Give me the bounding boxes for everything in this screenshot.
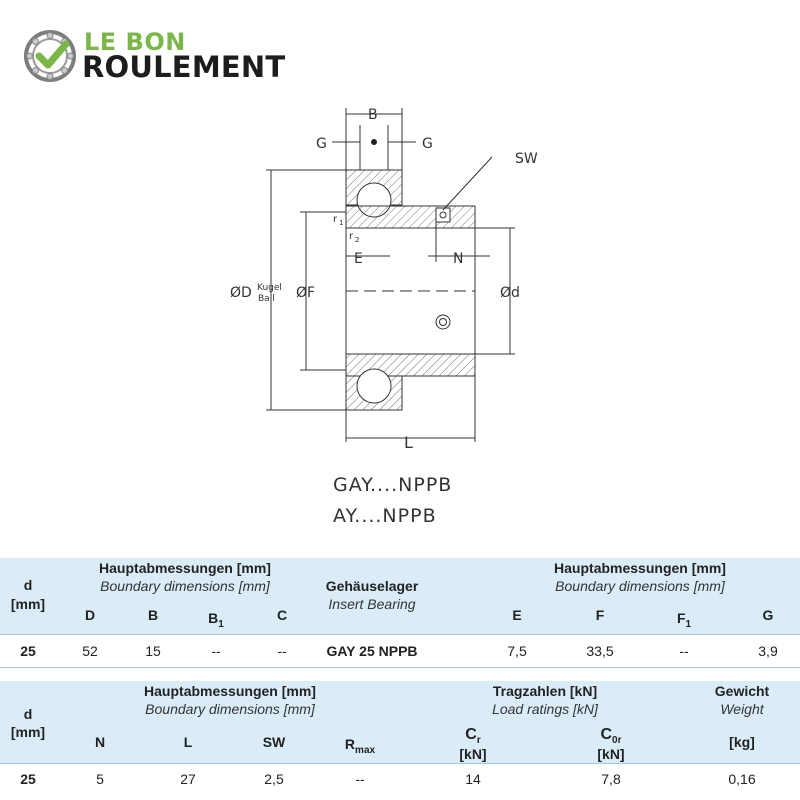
t2-weight-en: Weight	[720, 701, 764, 717]
brand-line2: ROULEMENT	[82, 50, 286, 84]
t1-col-D: D	[84, 607, 96, 623]
t2-col-Cr-unit: [kN]	[459, 746, 487, 762]
t2-group-left-en: Boundary dimensions [mm]	[145, 701, 315, 717]
t1-cell-C: --	[277, 643, 287, 659]
t1-col-C: C	[276, 607, 288, 623]
t2-d-label: d	[23, 706, 33, 722]
label-d: Ød	[500, 285, 520, 301]
label-r2-sub: 2	[355, 236, 359, 244]
t2-d-unit: [mm]	[10, 724, 46, 740]
t2-cell-Rmax: --	[355, 771, 365, 787]
label-kugel: Kugel	[257, 283, 282, 293]
t1-col-B1: B1	[208, 610, 224, 630]
t2-col-C0r: C0r	[600, 726, 622, 746]
brand-logo: LE BON ROULEMENT	[22, 26, 302, 86]
t1-cell-F: 33,5	[586, 643, 614, 659]
t2-cell-kg: 0,16	[728, 771, 756, 787]
t2-col-Rmax: Rmax	[344, 736, 376, 756]
t2-cell-N: 5	[96, 771, 104, 787]
t2-cell-d: 25	[20, 771, 36, 787]
t1-insert-de: Gehäuselager	[325, 578, 419, 594]
label-G-right: G	[422, 136, 433, 152]
label-G-left: G	[316, 136, 327, 152]
label-N: N	[453, 251, 463, 267]
t2-col-C0r-unit: [kN]	[597, 746, 625, 762]
t2-group-left-de: Hauptabmessungen [mm]	[144, 683, 316, 699]
t1-cell-d: 25	[20, 643, 36, 659]
table1-header	[0, 558, 800, 634]
t1-col-F1: F1	[676, 610, 692, 630]
t1-col-G: G	[762, 607, 774, 623]
t2-load-de: Tragzahlen [kN]	[492, 683, 598, 699]
t2-cell-Cr: 14	[465, 771, 481, 787]
t2-cell-C0r: 7,8	[601, 771, 621, 787]
t1-col-F: F	[595, 607, 605, 623]
t1-col-E: E	[512, 607, 522, 623]
t1-group-left-de: Hauptabmessungen [mm]	[99, 560, 271, 576]
t2-cell-L: 27	[180, 771, 196, 787]
t1-cell-E: 7,5	[507, 643, 527, 659]
t1-cell-G: 3,9	[758, 643, 778, 659]
bearing-check-icon	[24, 30, 76, 82]
label-E: E	[354, 251, 363, 267]
t1-cell-F1: --	[679, 643, 689, 659]
t2-col-Cr: Cr	[465, 726, 481, 746]
t2-weight-de: Gewicht	[714, 683, 770, 699]
t1-group-right-en: Boundary dimensions [mm]	[555, 578, 725, 594]
t1-cell-B1: --	[211, 643, 221, 659]
model-line2: AY....NPPB	[333, 505, 437, 527]
table2-header	[0, 681, 800, 763]
brand-line1: LE BON	[84, 28, 186, 56]
bearing-drawing: B G G SW r 1 r 2 E N ØD Kugel Ball ØF Ød…	[230, 107, 538, 527]
label-r2: r	[349, 231, 354, 242]
model-line1: GAY....NPPB	[333, 474, 452, 496]
label-r1: r	[333, 214, 338, 225]
label-D: ØD	[230, 285, 252, 301]
t2-col-kg: [kg]	[729, 734, 755, 750]
t1-cell-insert: GAY 25 NPPB	[326, 643, 418, 659]
t2-col-SW: SW	[262, 734, 286, 750]
label-ball: Ball	[258, 294, 275, 304]
label-F: ØF	[296, 285, 315, 301]
t1-insert-en: Insert Bearing	[328, 596, 416, 612]
label-SW: SW	[515, 151, 538, 167]
t2-load-en: Load ratings [kN]	[492, 701, 598, 717]
t1-cell-B: 15	[145, 643, 161, 659]
t1-d-label: d	[23, 577, 33, 593]
t1-group-left-en: Boundary dimensions [mm]	[100, 578, 270, 594]
label-L: L	[404, 433, 413, 452]
t2-cell-SW: 2,5	[264, 771, 284, 787]
t1-d-unit: [mm]	[10, 596, 46, 612]
t2-col-N: N	[94, 734, 106, 750]
label-B: B	[368, 107, 378, 123]
t1-cell-D: 52	[82, 643, 98, 659]
t2-col-L: L	[183, 734, 193, 750]
label-r1-sub: 1	[339, 219, 343, 227]
t1-col-B: B	[147, 607, 159, 623]
t1-group-right-de: Hauptabmessungen [mm]	[554, 560, 726, 576]
